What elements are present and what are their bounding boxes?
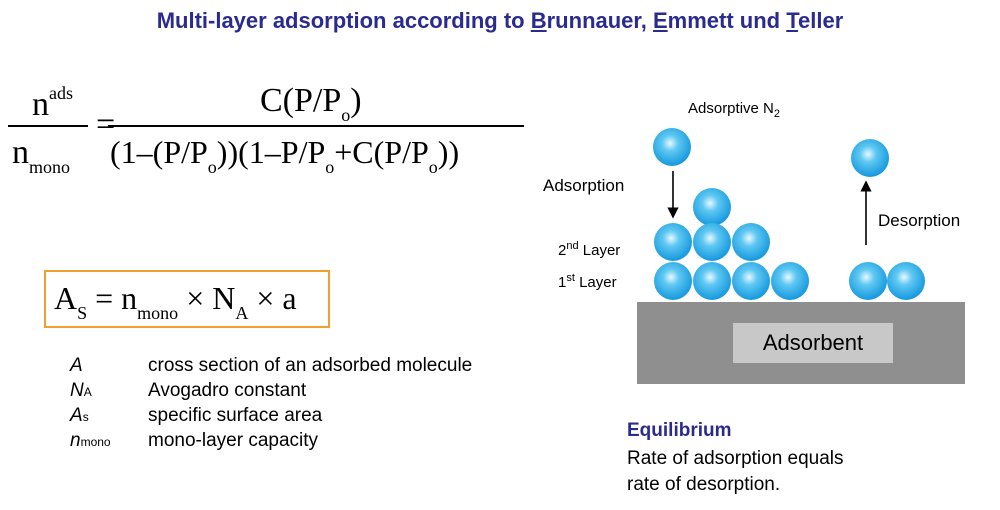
title-initial-e: E	[652, 8, 668, 33]
legend-description: specific surface area	[148, 405, 323, 426]
title-teller: eller	[798, 8, 844, 33]
rhs-numerator: C(P/Po)	[260, 82, 362, 125]
equilibrium-heading: Equilibrium	[627, 420, 732, 441]
rhs-fraction-bar	[108, 125, 524, 127]
equilibrium-text: Rate of adsorption equals rate of desorp…	[627, 446, 844, 498]
molecule-desorbed	[851, 139, 889, 177]
legend-symbol: NA	[70, 380, 92, 401]
first-layer-label: 1st Layer	[558, 272, 617, 291]
molecule-layer1	[771, 262, 809, 300]
legend-description: cross section of an adsorbed molecule	[148, 355, 473, 376]
legend-symbol: nmono	[70, 430, 111, 451]
molecule-layer1	[654, 262, 692, 300]
symbol-legend: A cross section of an adsorbed molecule …	[70, 355, 540, 455]
molecule-layer1	[849, 262, 887, 300]
surface-area-equation: AS = nmono × NA × a	[54, 280, 297, 323]
adsorption-label: Adsorption	[543, 176, 625, 195]
legend-row: A cross section of an adsorbed molecule	[70, 355, 540, 380]
desorption-label: Desorption	[878, 211, 961, 230]
legend-description: Avogadro constant	[148, 380, 307, 401]
lhs-denominator: nmono	[12, 134, 71, 177]
title-emmett: mmett und	[667, 8, 787, 33]
equals-sign: =	[96, 106, 116, 143]
legend-row: NA Avogadro constant	[70, 380, 540, 405]
molecule-layer2	[693, 223, 731, 261]
equilibrium-line: rate of desorption.	[627, 474, 781, 495]
equilibrium-line: Rate of adsorption equals	[627, 448, 844, 469]
lhs-fraction-bar	[8, 125, 88, 127]
second-layer-label: 2nd Layer	[558, 240, 621, 259]
molecule-layer1	[732, 262, 770, 300]
title-initial-b: B	[530, 8, 547, 33]
page-title: Multi-layer adsorption according to Brun…	[0, 8, 1000, 34]
molecule-layer1	[887, 262, 925, 300]
title-prefix: Multi-layer adsorption according to	[156, 8, 531, 33]
molecule-layer2	[732, 223, 770, 261]
molecule-layer1	[693, 262, 731, 300]
legend-symbol: As	[70, 405, 89, 426]
adsorbent-surface: Adsorbent	[637, 302, 965, 384]
legend-description: mono-layer capacity	[148, 430, 319, 451]
lhs-numerator: nads	[32, 83, 73, 123]
adsorbent-label: Adsorbent	[733, 323, 893, 363]
adsorptive-label: Adsorptive N2	[688, 100, 780, 120]
rhs-denominator: (1–(P/Po))(1–P/Po+C(P/Po))	[110, 134, 460, 177]
molecule-layer3	[693, 188, 731, 226]
surface-area-equation-box: AS = nmono × NA × a	[44, 270, 330, 328]
bet-equation: nads nmono = C(P/Po) (1–(P/Po))(1–P/Po+C…	[8, 80, 538, 190]
legend-row: As specific surface area	[70, 405, 540, 430]
molecule-adsorptive	[653, 128, 691, 166]
legend-row: nmono mono-layer capacity	[70, 430, 540, 455]
molecule-layer2	[654, 223, 692, 261]
title-brunnauer: runnauer,	[546, 8, 653, 33]
title-initial-t: T	[786, 8, 799, 33]
legend-symbol: A	[70, 355, 83, 376]
